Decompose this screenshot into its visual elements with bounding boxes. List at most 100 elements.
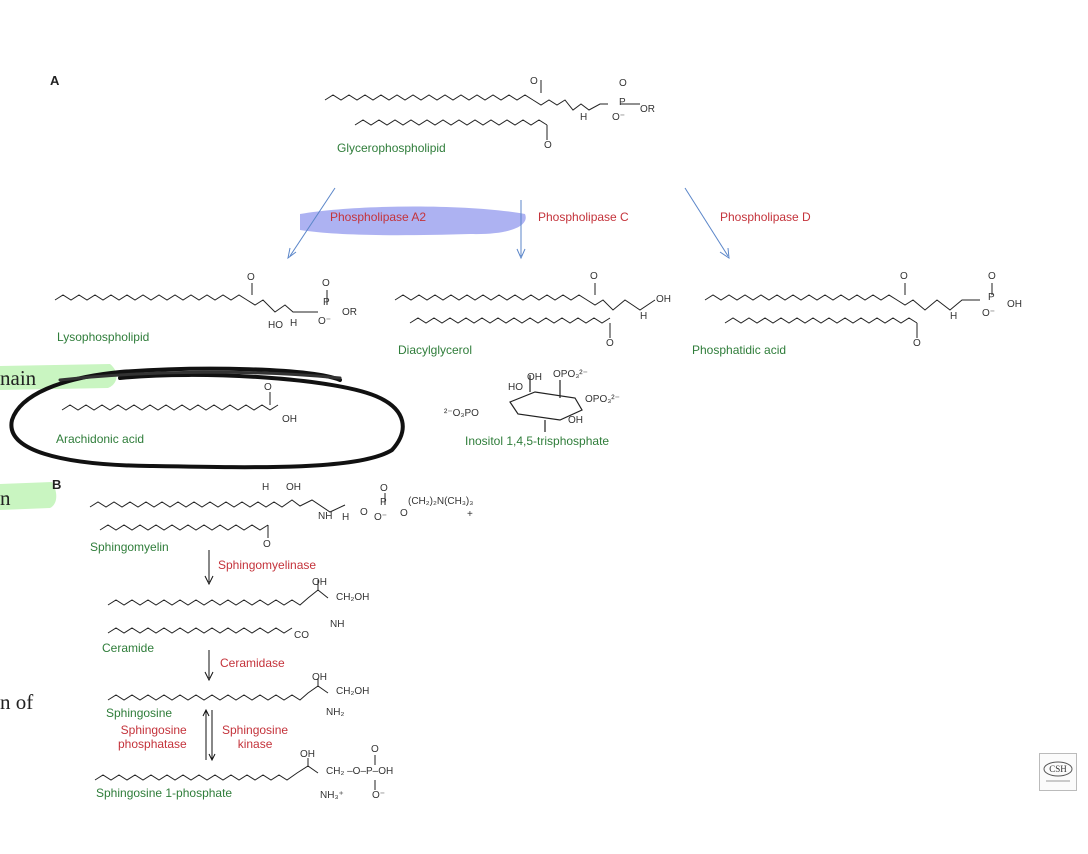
atom-oh-5: OH <box>568 415 583 426</box>
phosphatase-line-1: Sphingosine <box>120 723 187 737</box>
sphingosine-nh2: NH₂ <box>326 707 345 718</box>
atom-h-6: H <box>342 512 350 523</box>
s1p-structure <box>94 755 376 790</box>
sphingosine-kinase-label: Sphingosine kinase <box>222 723 288 751</box>
arachidonic-acid-structure <box>61 392 279 411</box>
atom-h-5: H <box>262 482 270 493</box>
atom-oh-6: OH <box>286 482 301 493</box>
atom-ominus-4: O⁻ <box>374 512 388 523</box>
kinase-line-1: Sphingosine <box>222 723 289 737</box>
phospholipase-a2-label: Phospholipase A2 <box>330 210 427 224</box>
diacylglycerol-structure <box>394 283 656 338</box>
atom-p-1: P <box>619 97 626 108</box>
atom-ominus-3: O⁻ <box>982 308 996 319</box>
atom-oh-2: OH <box>1007 299 1022 310</box>
glycerophospholipid-structure <box>324 80 640 140</box>
lysophospholipid-label: Lysophospholipid <box>57 330 150 344</box>
sphingosine-structure <box>107 678 329 701</box>
atom-o-14: O <box>400 508 408 519</box>
atom-o-4: O <box>247 272 255 283</box>
cut-text-2: n <box>0 486 11 510</box>
atom-oh-9: OH <box>300 749 315 760</box>
kinase-line-2: kinase <box>237 737 273 751</box>
atom-o-16: O <box>371 744 379 755</box>
atom-oh-4: OH <box>527 372 542 383</box>
s1p-nh3: NH₃⁺ <box>320 790 344 801</box>
panel-b-label: B <box>52 477 62 492</box>
csh-perspectives-logo: CSH <box>1039 753 1077 791</box>
atom-o-2: O <box>619 78 627 89</box>
sphingomyelin-structure <box>89 493 386 538</box>
inositol-ring-structure <box>509 375 583 432</box>
ceramide-co: CO <box>294 630 309 641</box>
phosphatase-line-2: phosphatase <box>118 737 187 751</box>
atom-h-2: H <box>290 318 298 329</box>
atom-p-4: P <box>380 497 387 508</box>
atom-ominus-1: O⁻ <box>612 112 626 123</box>
ceramidase-label: Ceramidase <box>220 656 285 670</box>
atom-opo3-2: OPO₃²⁻ <box>585 394 620 405</box>
atom-oh-8: OH <box>312 672 327 683</box>
atom-or-1: OR <box>640 104 655 115</box>
sphingosine-label: Sphingosine <box>106 706 173 720</box>
sphingosine-ch2oh: CH₂OH <box>336 686 370 697</box>
atom-p-3: P <box>988 292 995 303</box>
arachidonic-acid-label: Arachidonic acid <box>56 432 145 446</box>
atom-o-11: O <box>264 382 272 393</box>
atom-o-6: O <box>590 271 598 282</box>
logo-badge-icon: CSH <box>1043 761 1073 782</box>
panel-a-label: A <box>50 73 60 88</box>
atom-ho-1: HO <box>268 320 283 331</box>
pathway-arrows-b <box>202 550 216 762</box>
cut-text-1: nain <box>0 366 37 390</box>
atom-o-1: O <box>530 76 538 87</box>
atom-o-12: O <box>380 483 388 494</box>
phospholipase-d-label: Phospholipase D <box>720 210 811 224</box>
atom-ominus-2: O⁻ <box>318 316 332 327</box>
atom-o-13: O <box>360 507 368 518</box>
atom-p-2: P <box>323 297 330 308</box>
blue-highlight-stroke <box>300 206 526 236</box>
ceramide-label: Ceramide <box>102 641 155 655</box>
hand-drawn-circle <box>9 366 405 470</box>
glycerophospholipid-label: Glycerophospholipid <box>337 141 446 155</box>
pathway-arrows-a <box>287 187 730 260</box>
sphingomyelinase-label: Sphingomyelinase <box>218 558 317 572</box>
diacylglycerol-label: Diacylglycerol <box>398 343 473 357</box>
atom-o-7: O <box>606 338 614 349</box>
atom-h-3: H <box>640 311 648 322</box>
atom-o-9: O <box>988 271 996 282</box>
atom-oh-7: OH <box>312 577 327 588</box>
phospholipase-c-label: Phospholipase C <box>538 210 629 224</box>
cut-text-3: n of <box>0 690 34 714</box>
atom-o-10: O <box>913 338 921 349</box>
sphingomyelin-label: Sphingomyelin <box>90 540 169 554</box>
ceramide-nh: NH <box>330 619 345 630</box>
atom-opo3-1: OPO₃²⁻ <box>553 369 588 380</box>
atom-o-5: O <box>322 278 330 289</box>
hand-drawn-line <box>58 370 342 382</box>
ceramide-structure <box>107 580 329 634</box>
atom-o3po: ²⁻O₃PO <box>444 408 479 419</box>
s1p-phosphate-group: CH₂ –O–P–OH <box>326 766 394 777</box>
green-highlight-top <box>0 364 117 390</box>
green-highlight-mid <box>0 482 57 510</box>
lysophospholipid-structure <box>54 283 328 313</box>
atom-ho-2: HO <box>508 382 523 393</box>
atom-oh-3: OH <box>282 414 297 425</box>
atom-h-4: H <box>950 311 958 322</box>
ip3-label: Inositol 1,4,5-trisphosphate <box>465 434 610 448</box>
atom-o-15: O <box>263 539 271 550</box>
ceramide-ch2oh: CH₂OH <box>336 592 370 603</box>
plus-charge: + <box>467 509 473 520</box>
atom-or-2: OR <box>342 307 357 318</box>
logo-text: CSH <box>1049 764 1067 774</box>
phosphatidic-acid-structure <box>704 283 993 338</box>
s1p-label: Sphingosine 1-phosphate <box>96 786 233 800</box>
phosphatidic-acid-label: Phosphatidic acid <box>692 343 787 357</box>
atom-o-3: O <box>544 140 552 151</box>
atom-o-8: O <box>900 271 908 282</box>
atom-ominus-5: O⁻ <box>372 790 386 801</box>
atom-h-1: H <box>580 112 588 123</box>
